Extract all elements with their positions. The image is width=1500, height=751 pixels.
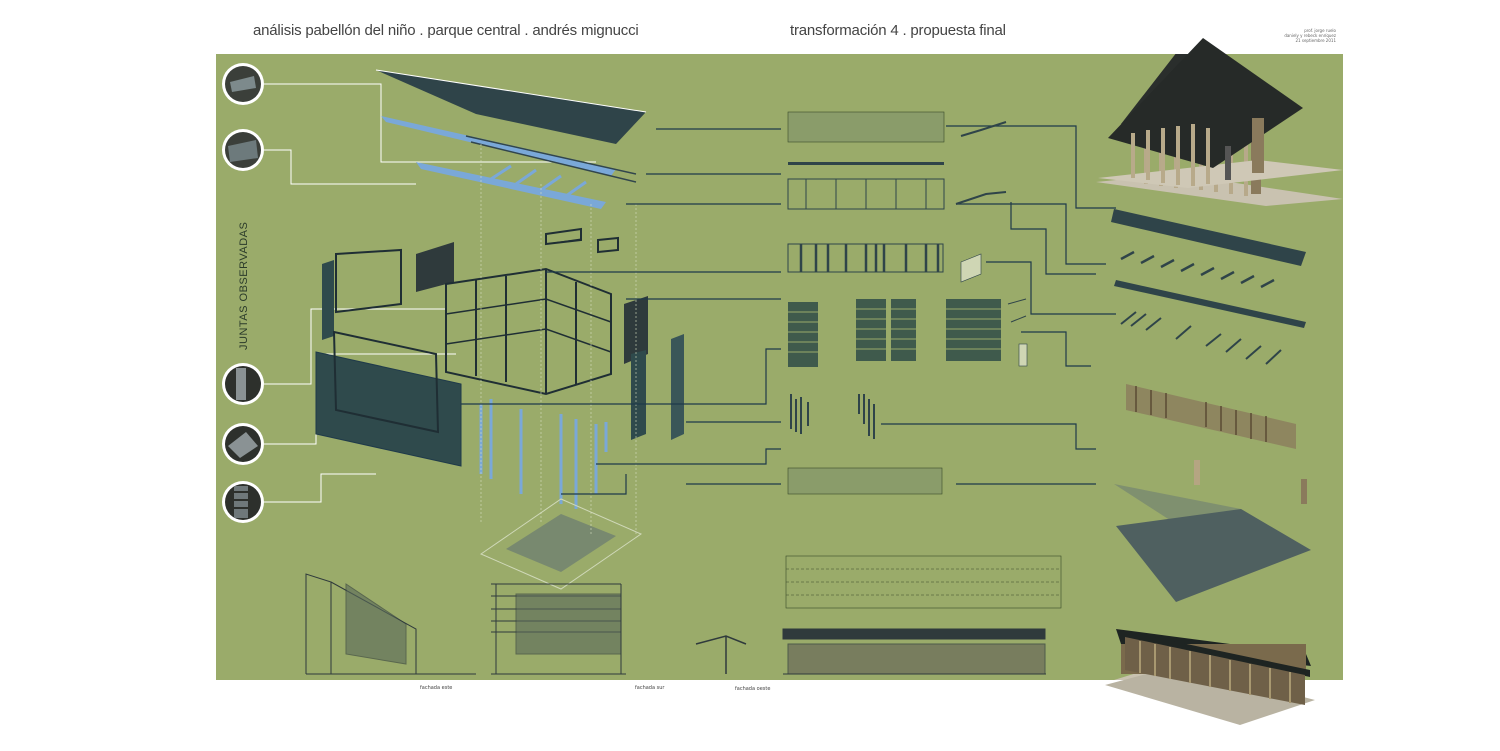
- page-title-left: análisis pabellón del niño . parque cent…: [253, 22, 639, 39]
- elevation-label-east: fachada este: [420, 685, 453, 691]
- joint-detail-icon: [222, 363, 264, 405]
- module-details: [785, 111, 1062, 609]
- render-bottom-photo: [1100, 625, 1315, 735]
- drawing-board: [216, 54, 1343, 680]
- joint-detail-icon: [222, 63, 264, 105]
- render-top-photo: [1093, 38, 1343, 198]
- structure-exploded: [315, 227, 684, 590]
- joint-detail-icon: [222, 423, 264, 465]
- credit-professor: prof. jorge ruelo: [1304, 28, 1336, 33]
- credits: prof. jorge ruelo daniely y rebeck enríq…: [1270, 28, 1336, 43]
- side-label-text: JUNTAS OBSERVADAS: [238, 221, 250, 350]
- drawing-canvas: [222, 63, 1311, 675]
- joint-detail-column: [222, 63, 264, 523]
- elevation-label-south: fachada sur: [635, 685, 665, 691]
- connector-lines: [461, 125, 1116, 495]
- right-exploded-stack: [1111, 209, 1311, 602]
- side-label: JUNTAS OBSERVADAS: [232, 172, 251, 350]
- elevation-drawings: [305, 573, 1046, 675]
- credit-date: 21 septiembre 2011: [1295, 38, 1337, 43]
- joint-detail-icon: [222, 481, 264, 523]
- elevation-label-west: fachada oeste: [735, 686, 771, 692]
- page-title-right: transformación 4 . propuesta final: [790, 22, 1006, 39]
- joint-detail-icon: [222, 129, 264, 171]
- roof-exploded: [375, 69, 647, 209]
- credit-authors: daniely y rebeck enríquez: [1284, 33, 1336, 38]
